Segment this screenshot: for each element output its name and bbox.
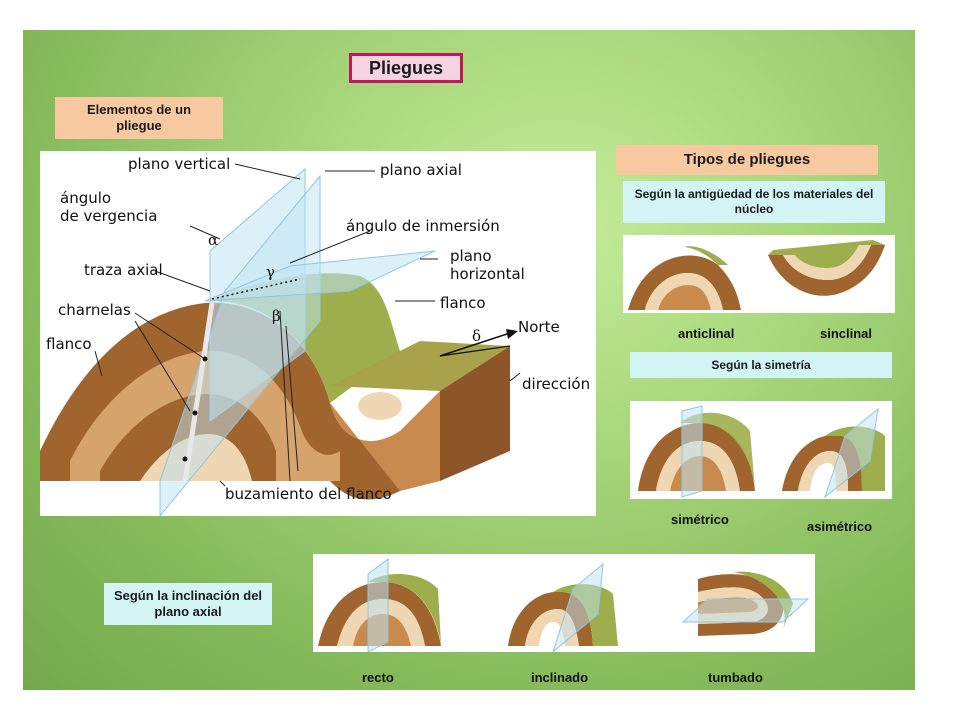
upright-fold-icon [318, 558, 441, 652]
elements-heading-box: Elementos de un pliegue [55, 97, 223, 139]
symmetry-illustration [638, 405, 885, 499]
page-title-text: Pliegues [368, 57, 444, 78]
label-simetrico: simétrico [671, 512, 729, 527]
inclination-criterion-box: Según la inclinación del plano axial [104, 583, 272, 625]
symmetry-criterion-text: Según la simetría [711, 357, 811, 372]
label-norte: Norte [518, 318, 560, 336]
block-side [440, 346, 510, 481]
label-inclinado: inclinado [531, 670, 589, 685]
age-criterion-text: Según la antigüedad de los materiales de… [634, 187, 874, 216]
block-top [330, 341, 510, 391]
label-flanco-right: flanco [440, 294, 486, 312]
axial-plane [159, 174, 321, 516]
label-plano-horizontal: plano horizontal [450, 247, 525, 283]
page-title: Pliegues [349, 53, 463, 83]
elements-heading-text: Elementos de un pliegue [86, 101, 192, 133]
label-charnelas: charnelas [58, 301, 131, 319]
symmetry-criterion-box: Según la simetría [630, 352, 892, 378]
symmetric-fold-icon [638, 405, 755, 498]
fold-block-illustration [40, 163, 521, 516]
inclination-illustration [318, 558, 810, 652]
slide-background: Pliegues Elementos de un pliegue [23, 30, 915, 690]
label-flanco-left: flanco [46, 335, 92, 353]
recumbent-fold-icon [681, 571, 810, 636]
inclined-fold-icon [508, 562, 618, 652]
anticline-syncline-illustration [628, 240, 885, 310]
age-types-panel [623, 235, 895, 313]
leader-lines [94, 163, 521, 487]
fold-elements-diagram: plano vertical plano axial ángulo de ver… [40, 151, 596, 516]
symbol-beta: β [272, 307, 281, 325]
label-plano-vertical: plano vertical [128, 155, 231, 173]
hinge-point [182, 456, 188, 462]
label-tumbado: tumbado [708, 670, 763, 685]
label-angulo-inmersion: ángulo de inmersión [346, 217, 500, 235]
north-arrow [439, 332, 511, 357]
inclination-types-panel [313, 554, 815, 652]
syncline-icon [768, 245, 885, 296]
label-plano-axial: plano axial [380, 161, 462, 179]
label-recto: recto [362, 670, 394, 685]
label-sinclinal: sinclinal [820, 326, 873, 341]
label-asimetrico: asimétrico [807, 519, 873, 534]
anticline-icon [628, 255, 741, 310]
symmetry-types-panel [630, 401, 892, 499]
symbol-alpha: α [208, 231, 219, 249]
axial-trace-line [182, 302, 215, 482]
asymmetric-fold-icon [782, 407, 885, 499]
label-buzamiento: buzamiento del flanco [225, 485, 392, 503]
label-anticlinal: anticlinal [678, 326, 735, 341]
symbol-delta: δ [472, 327, 482, 345]
symbol-gamma: γ [266, 263, 275, 281]
label-traza-axial: traza axial [84, 261, 163, 279]
syncline-core [358, 392, 402, 420]
hinge-point [192, 410, 198, 416]
inclination-criterion-text: Según la inclinación del plano axial [113, 587, 263, 619]
age-criterion-box: Según la antigüedad de los materiales de… [623, 181, 885, 223]
block-front [330, 391, 440, 491]
label-direccion: dirección [522, 375, 591, 393]
horizontal-plane [204, 250, 436, 302]
types-heading-box: Tipos de pliegues [616, 145, 878, 175]
types-heading-text: Tipos de pliegues [683, 150, 811, 168]
label-angulo-vergencia: ángulo de vergencia [60, 189, 158, 225]
